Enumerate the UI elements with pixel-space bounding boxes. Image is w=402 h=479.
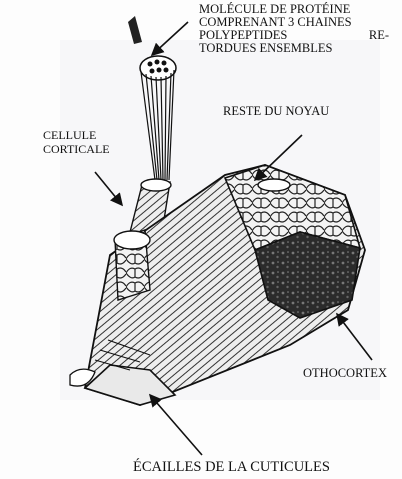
label-cellule-line1: CELLULE: [43, 128, 110, 142]
label-orthocortex: OTHOCORTEX: [303, 366, 387, 381]
arrow-icon: [150, 395, 202, 455]
label-molecule-line3-b: RE-: [369, 29, 389, 42]
label-cuticle-scales: ÉCAILLES DE LA CUTICULES: [133, 459, 330, 476]
label-cortical-cell: CELLULE CORTICALE: [43, 128, 110, 156]
label-protein-molecule: MOLÉCULE DE PROTÉINE COMPRENANT 3 CHAINE…: [199, 3, 389, 55]
label-cellule-line2: CORTICALE: [43, 142, 110, 156]
label-nucleus-remnant: RESTE DU NOYAU: [223, 104, 329, 119]
label-molecule-line4: TORDUES ENSEMBLES: [199, 42, 389, 55]
